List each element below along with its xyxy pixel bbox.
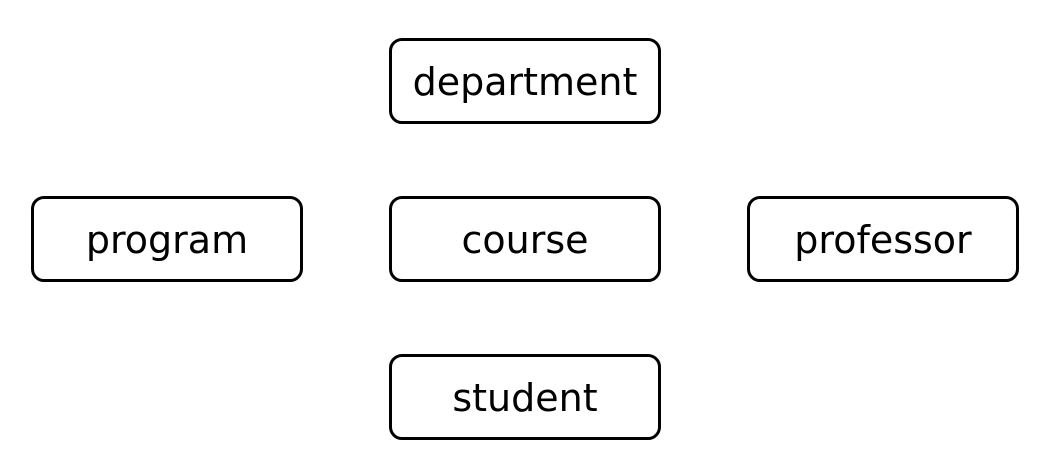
entity-label-professor: professor <box>794 218 972 262</box>
entity-box-course: course <box>389 196 661 282</box>
entity-box-program: program <box>31 196 303 282</box>
entity-label-department: department <box>412 60 638 104</box>
entity-box-professor: professor <box>747 196 1019 282</box>
entity-box-student: student <box>389 354 661 440</box>
entity-box-department: department <box>389 38 661 124</box>
entity-label-student: student <box>452 376 598 420</box>
entity-label-course: course <box>461 218 589 262</box>
entity-label-program: program <box>85 218 249 262</box>
